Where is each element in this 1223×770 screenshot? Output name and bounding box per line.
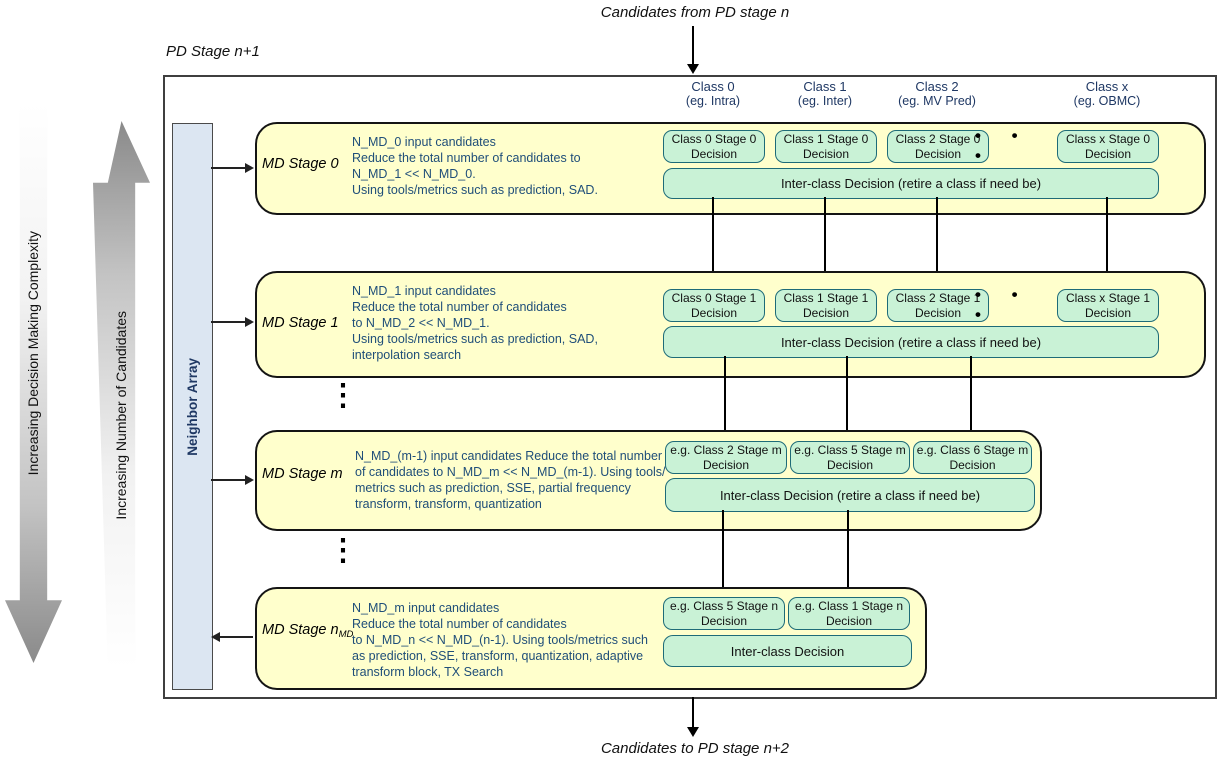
output-flow-label: Candidates to PD stage n+2 [600,740,790,757]
neighbor-arrow-head-icon [245,163,254,173]
class-header-x: Class x (eg. OBMC) [1042,79,1172,109]
md-stage-m-label-text: MD Stage m [262,466,343,482]
stage-arrow-line [824,197,826,279]
decision-box: e.g. Class 5 Stage n Decision [663,597,785,630]
class-header-0: Class 0 (eg. Intra) [648,79,778,109]
neighbor-array-box: Neighbor Array [172,123,213,690]
decision-box: e.g. Class 2 Stage m Decision [665,441,787,474]
md-stage-0-description: N_MD_0 input candidates Reduce the total… [352,135,598,197]
md-stage-n-label-subscript: MD [338,629,354,640]
md-stage-m-description: N_MD_(m-1) input candidates Reduce the t… [355,449,666,511]
class-header-name: Class 0 [691,79,735,94]
decision-box: Class 2 Stage 1 Decision [887,289,989,322]
neighbor-array-label: Neighbor Array [185,357,200,456]
md-stage-0-label-text: MD Stage 0 [262,156,339,172]
stage-arrow-line [722,510,724,588]
stage-arrow-line [847,510,849,588]
md-stage-1-label-text: MD Stage 1 [262,315,339,331]
neighbor-arrow-line [211,479,245,481]
interclass-bar: Inter-class Decision (retire a class if … [665,478,1035,512]
decision-box: Class 0 Stage 1 Decision [663,289,765,322]
md-stage-n-label: MD Stage nMD [262,622,354,640]
md-stage-1-box [255,271,1206,378]
class-header-2: Class 2 (eg. MV Pred) [872,79,1002,109]
stage-arrow-line [970,356,972,432]
stage-arrow-line [724,356,726,432]
output-arrow-line [692,697,694,727]
class-header-example: (eg. OBMC) [1073,94,1141,108]
neighbor-arrow-line [219,636,253,638]
stage-arrow-line [846,356,848,432]
md-stage-0-label: MD Stage 0 [262,156,339,172]
candidates-arrow-label: Increasing Number of Candidates [107,185,135,645]
class-header-name: Class 1 [803,79,847,94]
class-header-1: Class 1 (eg. Inter) [760,79,890,109]
output-arrow-head-icon [687,727,699,737]
decision-box: Class x Stage 0 Decision [1057,130,1159,163]
class-header-example: (eg. Inter) [797,94,853,108]
candidates-arrow-text: Increasing Number of Candidates [113,310,129,520]
interclass-bar: Inter-class Decision (retire a class if … [663,326,1159,358]
neighbor-arrow-head-icon [211,632,220,642]
decision-box: e.g. Class 1 Stage n Decision [788,597,910,630]
neighbor-arrow-line [211,167,245,169]
stage-arrow-line [936,197,938,279]
ellipsis-vertical: ⋮ [328,379,358,412]
md-stage-n-description: N_MD_m input candidates Reduce the total… [352,601,648,679]
interclass-bar: Inter-class Decision [663,635,912,667]
neighbor-arrow-line [211,321,245,323]
decision-box: Class 1 Stage 1 Decision [775,289,877,322]
stage-arrow-line [1106,197,1108,279]
md-stage-1-label: MD Stage 1 [262,315,339,331]
ellipsis-horizontal: • • • [975,284,1031,324]
complexity-arrow-label: Increasing Decision Making Complexity [19,118,47,588]
interclass-bar: Inter-class Decision (retire a class if … [663,168,1159,199]
input-arrow-line [692,26,694,66]
input-arrow-head-icon [687,64,699,74]
input-flow-label: Candidates from PD stage n [600,4,790,21]
md-stage-1-description: N_MD_1 input candidates Reduce the total… [352,284,598,362]
md-stage-n-label-text: MD Stage n [262,622,339,638]
class-header-example: (eg. MV Pred) [898,94,976,108]
ellipsis-horizontal: • • • [975,125,1031,165]
decision-box: e.g. Class 5 Stage m Decision [790,441,910,474]
decision-box: e.g. Class 6 Stage m Decision [913,441,1032,474]
class-header-example: (eg. Intra) [685,94,741,108]
complexity-arrow-text: Increasing Decision Making Complexity [25,230,41,476]
ellipsis-vertical: ⋮ [328,534,358,567]
stage-arrow-line [712,197,714,279]
md-stage-m-label: MD Stage m [262,466,343,482]
class-header-name: Class x [1085,79,1129,94]
neighbor-arrow-head-icon [245,475,254,485]
decision-box: Class 1 Stage 0 Decision [775,130,877,163]
class-header-name: Class 2 [915,79,959,94]
decision-box: Class x Stage 1 Decision [1057,289,1159,322]
decision-box: Class 0 Stage 0 Decision [663,130,765,163]
outer-box-label: PD Stage n+1 [166,43,260,60]
decision-box: Class 2 Stage 0 Decision [887,130,989,163]
neighbor-arrow-head-icon [245,317,254,327]
